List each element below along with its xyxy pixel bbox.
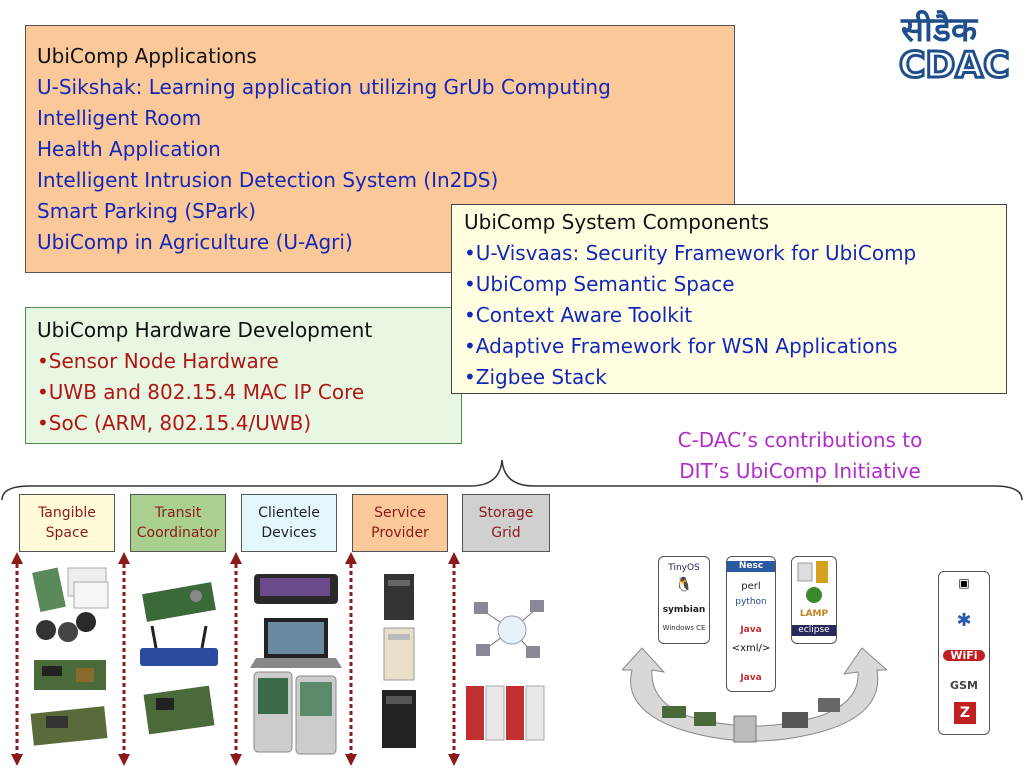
os-software-panel: TinyOS 🐧 symbian Windows CE: [658, 556, 710, 644]
java-label: Java: [740, 625, 762, 635]
grouping-brace: [1, 459, 1023, 501]
applications-title: UbiComp Applications: [37, 44, 257, 68]
windows-ce-label: Windows CE: [662, 624, 706, 632]
servers-image: [382, 574, 416, 748]
system-item: •UbiComp Semantic Space: [464, 272, 735, 296]
bluetooth-icon: ✱: [956, 610, 972, 631]
logo-hindi-text: सीडैक: [900, 9, 979, 50]
category-line: Space: [45, 525, 89, 541]
double-arrow-icon: [345, 552, 357, 766]
eclipse-label: eclipse: [792, 625, 836, 636]
system-item: •Zigbee Stack: [464, 365, 607, 389]
application-item: Intelligent Room: [37, 106, 202, 130]
system-item: •Adaptive Framework for WSN Applications: [464, 334, 898, 358]
system-item: •U-Visvaas: Security Framework for UbiCo…: [464, 241, 917, 265]
double-arrow-icon: [230, 552, 242, 766]
category-line: Storage: [478, 505, 534, 521]
gateway-boards-image: [140, 582, 218, 735]
xml-label: <xml/>: [731, 643, 771, 654]
category-line: Provider: [371, 525, 429, 541]
application-item: Intelligent Intrusion Detection System (…: [37, 168, 499, 192]
application-item: Health Application: [37, 137, 221, 161]
perl-label: perl: [741, 581, 761, 592]
category-line: Devices: [261, 525, 317, 541]
double-arrow-icon: [118, 552, 130, 766]
zigbee-z-icon: Z: [954, 702, 976, 724]
category-line: Transit: [154, 505, 202, 521]
ubicomp-system-components-box: UbiComp System Components •U-Visvaas: Se…: [451, 204, 1007, 394]
cdac-logo: सीडैक CDAC: [897, 3, 1021, 88]
nesc-label: Nesc: [727, 561, 775, 572]
java-label-2: Java: [740, 673, 762, 683]
double-arrow-icon: [448, 552, 460, 766]
wireless-standards-panel: ▣ ✱ WiFi GSM Z: [938, 571, 990, 735]
hardware-item: •UWB and 802.15.4 MAC IP Core: [37, 380, 365, 404]
linux-penguin-icon: 🐧: [675, 577, 693, 593]
storage-grid-image: [466, 600, 545, 741]
category-line: Tangible: [38, 505, 96, 521]
application-item: Smart Parking (SPark): [37, 199, 256, 223]
system-title: UbiComp System Components: [464, 210, 770, 234]
contribution-line-2: DIT’s UbiComp Initiative: [679, 459, 921, 483]
zigbee-alliance-icon: ▣: [958, 576, 970, 590]
sensor-tags-image: [30, 567, 109, 746]
category-line: Coordinator: [136, 525, 220, 541]
category-line: Clientele: [258, 505, 320, 521]
category-line: Service: [374, 505, 426, 521]
gsm-label: GSM: [950, 679, 978, 692]
contribution-line-1: C-DAC’s contributions to: [677, 428, 923, 452]
hardware-title: UbiComp Hardware Development: [37, 318, 373, 342]
application-item: U-Sikshak: Learning application utilizin…: [37, 75, 611, 99]
application-item: UbiComp in Agriculture (U-Agri): [37, 230, 353, 254]
system-item: •Context Aware Toolkit: [464, 303, 693, 327]
category-line: Grid: [491, 525, 521, 541]
logo-latin-text: CDAC: [899, 45, 1010, 81]
python-label: python: [735, 597, 767, 607]
lamp-label: LAMP: [799, 609, 829, 619]
tinyos-label: TinyOS: [668, 563, 700, 573]
double-arrow-icon: [11, 552, 23, 766]
wifi-label: WiFi: [943, 650, 985, 661]
qt-logo-icon: [797, 561, 828, 603]
ecosystem-arrow-icon: [622, 647, 887, 743]
stack-software-panel: LAMP eclipse: [791, 556, 837, 644]
ubicomp-applications-box: UbiComp Applications U-Sikshak: Learning…: [25, 25, 735, 273]
ubicomp-hardware-box: UbiComp Hardware Development •Sensor Nod…: [25, 307, 462, 444]
hardware-item: •SoC (ARM, 802.15.4/UWB): [37, 411, 312, 435]
tools-software-panel: Nesc perl python Java <xml/> Java: [726, 556, 776, 692]
hardware-item: •Sensor Node Hardware: [37, 349, 279, 373]
client-devices-image: [250, 574, 342, 755]
symbian-label: symbian: [662, 605, 706, 615]
contribution-caption: C-DAC’s contributions to DIT’s UbiComp I…: [620, 425, 980, 487]
